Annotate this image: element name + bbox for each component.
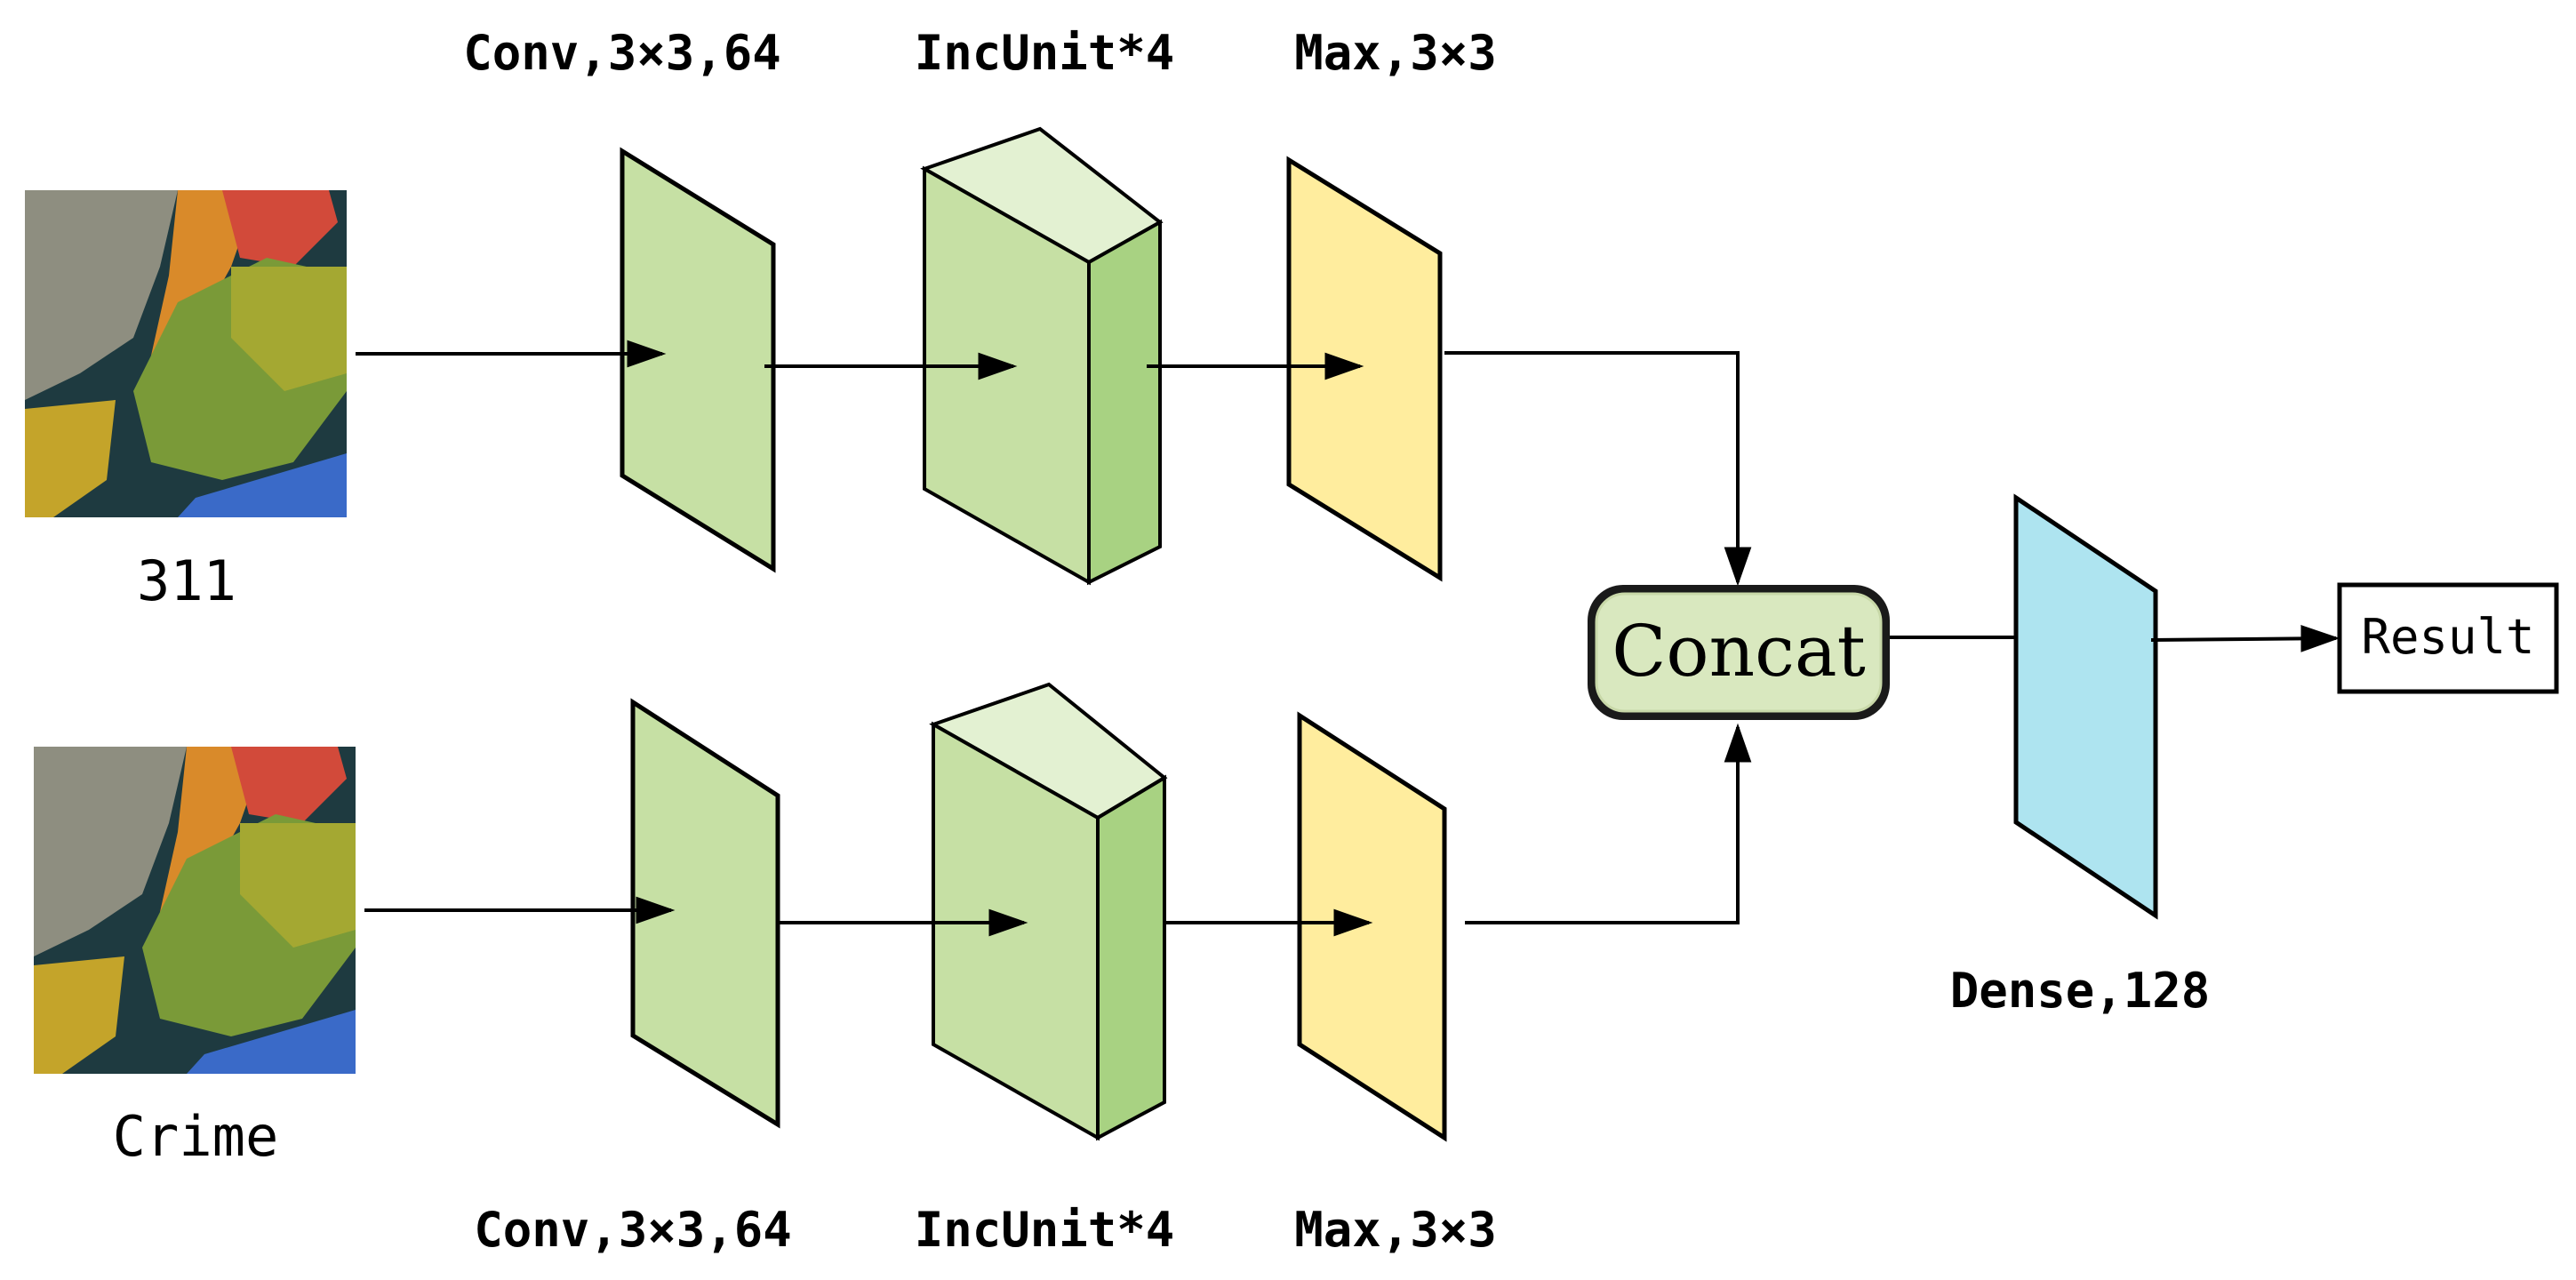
bottom-max-label: Max,3×3 bbox=[1294, 1202, 1497, 1258]
top-max-block bbox=[1286, 156, 1443, 582]
bottom-input-label: Crime bbox=[113, 1104, 279, 1169]
bottom-input-map bbox=[34, 747, 356, 1074]
bottom-max-block bbox=[1297, 711, 1447, 1142]
top-conv-label: Conv,3×3,64 bbox=[463, 25, 781, 81]
bottom-inc-block bbox=[929, 682, 1168, 1141]
result-label: Result bbox=[2361, 609, 2534, 665]
dense-block bbox=[2013, 493, 2158, 920]
top-max-label: Max,3×3 bbox=[1294, 25, 1497, 81]
concat-label: Concat bbox=[1612, 610, 1866, 692]
map-land-gray bbox=[25, 190, 178, 400]
bottom-conv-label: Conv,3×3,64 bbox=[474, 1202, 792, 1258]
top-inc-label: IncUnit*4 bbox=[915, 25, 1175, 81]
bottom-arrow-max-concat bbox=[1465, 723, 1752, 924]
bottom-conv-block bbox=[630, 698, 780, 1129]
result-box bbox=[2337, 582, 2559, 694]
bottom-inc-label: IncUnit*4 bbox=[915, 1202, 1175, 1258]
top-input-map bbox=[25, 190, 347, 517]
top-inc-block bbox=[920, 126, 1164, 586]
arrow-dense-result bbox=[2150, 624, 2340, 652]
concat-box bbox=[1588, 585, 1890, 720]
top-arrow-max-concat bbox=[1444, 351, 1752, 587]
top-input-label: 311 bbox=[137, 548, 236, 613]
top-conv-block bbox=[620, 147, 776, 573]
dense-label: Dense,128 bbox=[1950, 963, 2211, 1019]
